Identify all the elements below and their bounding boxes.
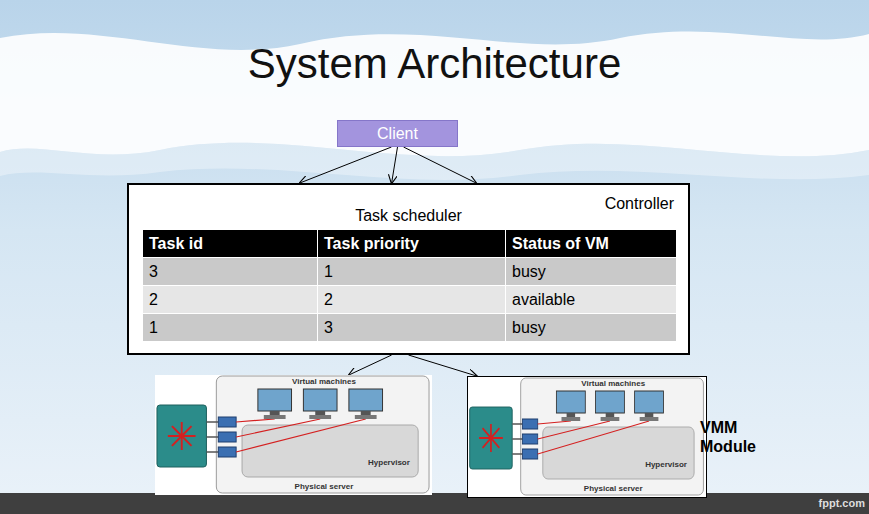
server-part-label: Virtual machines [520,379,706,389]
vm-monitor [349,389,383,419]
server-part-label: Physical server [520,484,706,494]
switch-star [168,422,196,450]
virtual-link [236,419,275,422]
virtual-link [538,421,649,454]
connector-arrow [349,355,392,375]
port-cable [206,451,218,453]
cloud-shadow [0,143,869,180]
table-cell: 2 [143,286,318,314]
cloud-band [0,31,869,156]
table-cell: 2 [318,286,506,314]
port-cable [512,453,522,455]
network-port [522,419,537,429]
footer-bar [0,493,869,514]
network-port [218,417,236,427]
port-cable [206,436,218,438]
switch-icon [470,407,513,469]
network-port [218,447,236,457]
table-header-cell: Task priority [318,230,506,258]
table-header-cell: Status of VM [506,230,676,258]
server-part-label: Physical server [216,482,432,492]
client-box: Client [337,120,458,147]
server-part-label: Hypervisor [599,460,687,470]
slide-title: System Architecture [0,40,869,88]
vm-monitor [303,389,337,419]
node-label: Client [377,125,418,143]
server-illustration [155,375,432,495]
virtual-link [236,419,366,452]
vm-monitor [596,391,625,421]
connector-arrow [300,147,392,183]
module-label: VMM Module [700,418,770,456]
hypervisor-box [242,425,418,477]
physical-server-box: Virtual machinesHypervisorPhysical serve… [155,375,432,495]
switch-icon [157,405,206,467]
network-port [522,449,537,459]
table-cell: 3 [143,258,318,286]
vm-monitor [635,391,664,421]
table-cell: 3 [318,314,506,342]
watermark: fppt.com [790,497,865,510]
virtual-link [538,421,571,424]
table-header-cell: Task id [143,230,318,258]
server-illustration [468,377,706,497]
port-cable [512,438,522,440]
server-part-label: Virtual machines [216,377,432,387]
hypervisor-box [543,427,694,479]
connector-arrow [409,355,477,376]
switch-star [479,424,503,452]
physical-server-outline [216,376,429,493]
table-cell: 1 [143,314,318,342]
table-cell: busy [506,314,676,342]
table-cell: busy [506,258,676,286]
table-cell: available [506,286,676,314]
table-cell: 1 [318,258,506,286]
connector-arrow [404,147,477,183]
vm-monitor [556,391,585,421]
controller-heading: Controller [605,195,674,213]
physical-server-box: Virtual machinesHypervisorPhysical serve… [467,376,707,498]
connector-arrow [392,147,398,183]
port-cable [206,421,218,423]
network-port [522,434,537,444]
network-port [218,432,236,442]
server-part-label: Hypervisor [307,458,409,468]
vm-monitor [258,389,292,419]
physical-server-outline [521,378,704,495]
scheduler-heading: Task scheduler [129,207,688,225]
port-cable [512,423,522,425]
